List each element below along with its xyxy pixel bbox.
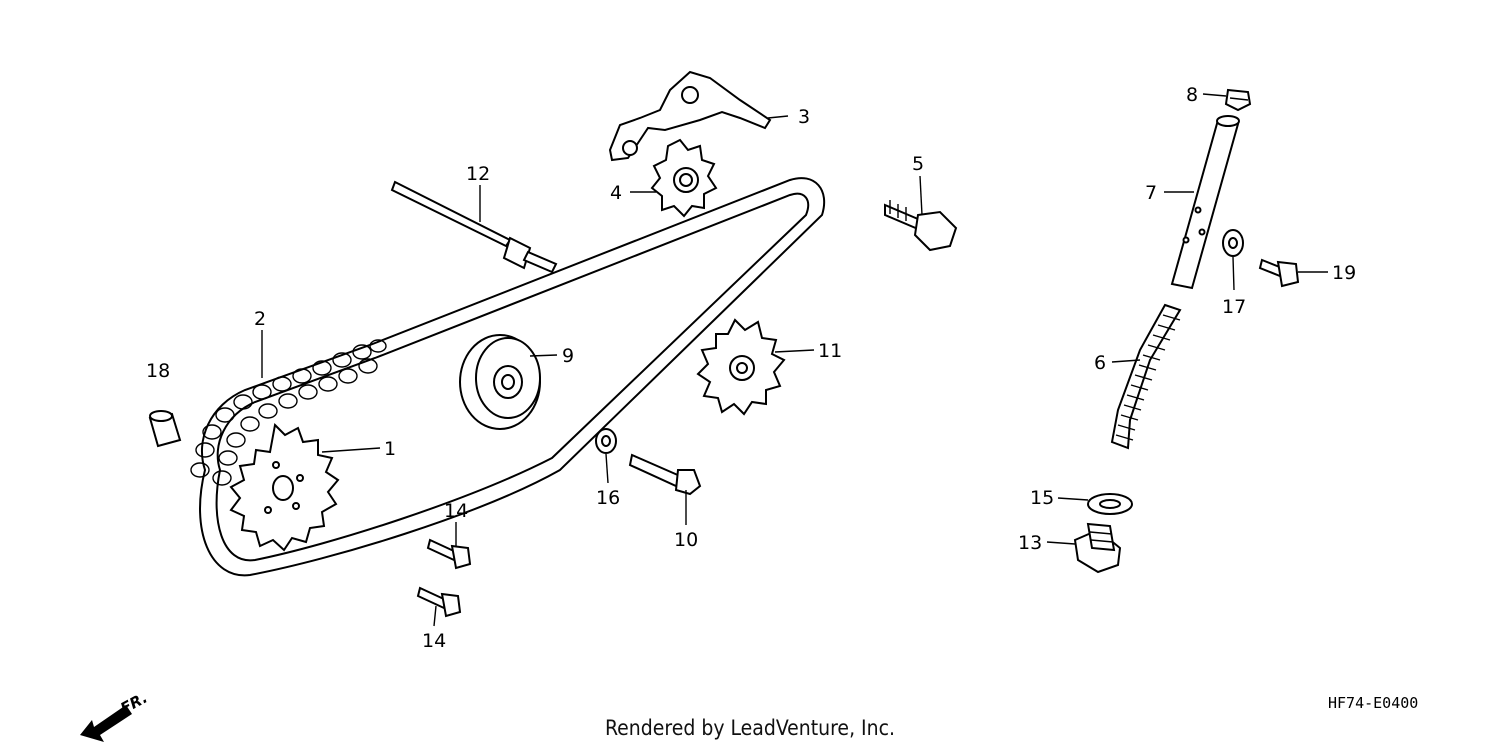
cam-sprocket[interactable] [229,422,340,552]
callout-15: 15 [1030,487,1054,509]
callout-8: 8 [1186,84,1198,106]
callout-3: 3 [798,106,810,128]
callout-14-upper: 14 [444,500,468,522]
tensioner-sprocket[interactable] [696,318,786,416]
tensioner-cap[interactable] [1224,88,1252,112]
flange-bolt-5[interactable] [884,200,958,252]
flange-bolt-10[interactable] [628,453,702,496]
callout-7: 7 [1145,182,1157,204]
washer-16[interactable] [595,428,617,454]
callout-18: 18 [146,360,170,382]
leader-lines [261,93,1328,627]
tensioner-sprocket-small[interactable] [650,138,718,218]
callout-1: 1 [384,438,396,460]
collar[interactable] [148,410,182,448]
bolt-14-lower[interactable] [416,586,462,618]
callout-5: 5 [912,153,924,175]
tensioner-spring[interactable] [1110,303,1182,450]
callout-16: 16 [596,487,620,509]
cam-chain[interactable] [190,177,826,577]
callout-6: 6 [1094,352,1106,374]
callout-17: 17 [1222,296,1246,318]
callout-4: 4 [610,182,622,204]
tensioner-push-rod[interactable] [1170,115,1240,290]
callout-9: 9 [562,345,574,367]
callout-12: 12 [466,163,490,185]
callout-11: 11 [818,340,842,362]
callout-19: 19 [1332,262,1356,284]
washer-17[interactable] [1222,229,1244,257]
callout-10: 10 [674,529,698,551]
front-arrow-icon [80,705,132,742]
pivot-shaft[interactable] [390,180,558,274]
callout-14-lower: 14 [422,630,446,652]
washer-15[interactable] [1087,493,1133,515]
flange-bolt-19[interactable] [1258,258,1300,288]
callout-2: 2 [254,308,266,330]
tensioner-bracket[interactable] [608,70,772,162]
guide-roller[interactable] [459,334,541,430]
callout-13: 13 [1018,532,1042,554]
credit-text: Rendered by LeadVenture, Inc. [605,716,895,740]
sealing-bolt[interactable] [1073,522,1122,574]
reference-code: HF74-E0400 [1328,694,1418,712]
bolt-14-upper[interactable] [426,538,472,570]
callout-labels: 1 2 3 4 5 6 7 8 9 10 11 12 13 14 14 15 1… [146,84,1356,652]
